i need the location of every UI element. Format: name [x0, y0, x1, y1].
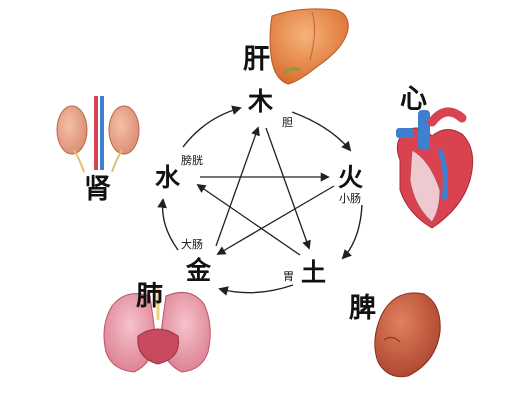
arrow-metal-to-wood [215, 126, 260, 247]
arrow-metal-to-water [157, 198, 179, 251]
element-water: 水 [155, 163, 181, 192]
heart-icon [396, 107, 474, 229]
element-wood: 木 [247, 87, 273, 116]
label-gallbladder: 胆 [282, 116, 293, 129]
lung-icon [103, 286, 211, 373]
label-kidney: 肾 [84, 174, 111, 205]
label-lung: 肺 [136, 281, 163, 312]
generating-cycle [157, 105, 363, 296]
label-heart: 心 [400, 84, 427, 115]
arrow-fire-to-metal [216, 185, 335, 255]
label-small-intestine: 小肠 [339, 192, 361, 205]
label-stomach: 胃 [283, 270, 294, 283]
arrow-wood-to-earth [265, 127, 311, 250]
controlling-cycle [196, 126, 335, 256]
liver-icon [269, 8, 349, 85]
label-liver: 肝 [243, 44, 270, 75]
element-metal: 金 [185, 256, 212, 285]
kidney-icon [56, 96, 140, 173]
label-large-intestine: 大肠 [181, 237, 203, 251]
arrow-water-to-wood [182, 105, 242, 148]
label-spleen: 脾 [348, 293, 376, 324]
arrow-fire-to-earth [341, 204, 363, 260]
arrow-wood-to-fire [291, 111, 352, 152]
arrow-earth-to-water [196, 183, 301, 256]
spleen-icon [374, 292, 441, 378]
arrow-earth-to-metal [218, 284, 294, 296]
label-bladder: 膀胱 [181, 153, 203, 167]
element-fire: 火 [338, 163, 363, 192]
element-earth: 土 [301, 258, 326, 287]
